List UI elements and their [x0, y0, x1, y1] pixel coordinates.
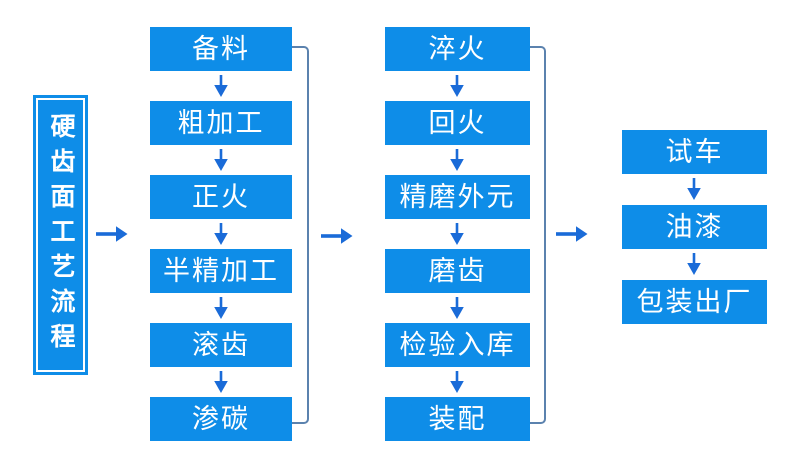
step-box: 半精加工 [150, 249, 292, 293]
flow-title-inner-border: 硬齿面工艺流程 [36, 98, 85, 372]
step-box: 备料 [150, 27, 292, 71]
step-box: 渗碳 [150, 397, 292, 441]
step-box: 淬火 [385, 27, 530, 71]
arrow-down-icon [450, 297, 464, 319]
arrow-down-icon [214, 75, 228, 97]
arrow-right-icon [321, 228, 353, 244]
step-box: 油漆 [622, 205, 767, 249]
arrow-right-icon [96, 226, 128, 242]
flow-title-box: 硬齿面工艺流程 [33, 95, 88, 375]
arrow-down-icon [214, 149, 228, 171]
arrow-down-icon [450, 75, 464, 97]
step-box: 正火 [150, 175, 292, 219]
step-box: 磨齿 [385, 249, 530, 293]
step-box: 试车 [622, 130, 767, 174]
flow-title: 硬齿面工艺流程 [47, 112, 75, 358]
step-box: 粗加工 [150, 101, 292, 145]
arrow-down-icon [450, 223, 464, 245]
step-box: 回火 [385, 101, 530, 145]
arrow-down-icon [687, 253, 701, 275]
step-box: 装配 [385, 397, 530, 441]
step-box: 包装出厂 [622, 280, 767, 324]
arrow-down-icon [214, 223, 228, 245]
arrow-down-icon [450, 149, 464, 171]
step-box: 滚齿 [150, 323, 292, 367]
connector-bracket [530, 46, 546, 424]
step-box: 精磨外元 [385, 175, 530, 219]
arrow-right-icon [556, 226, 588, 242]
step-box: 检验入库 [385, 323, 530, 367]
arrow-down-icon [214, 371, 228, 393]
arrow-down-icon [214, 297, 228, 319]
connector-bracket [292, 46, 309, 424]
arrow-down-icon [687, 178, 701, 200]
arrow-down-icon [450, 371, 464, 393]
